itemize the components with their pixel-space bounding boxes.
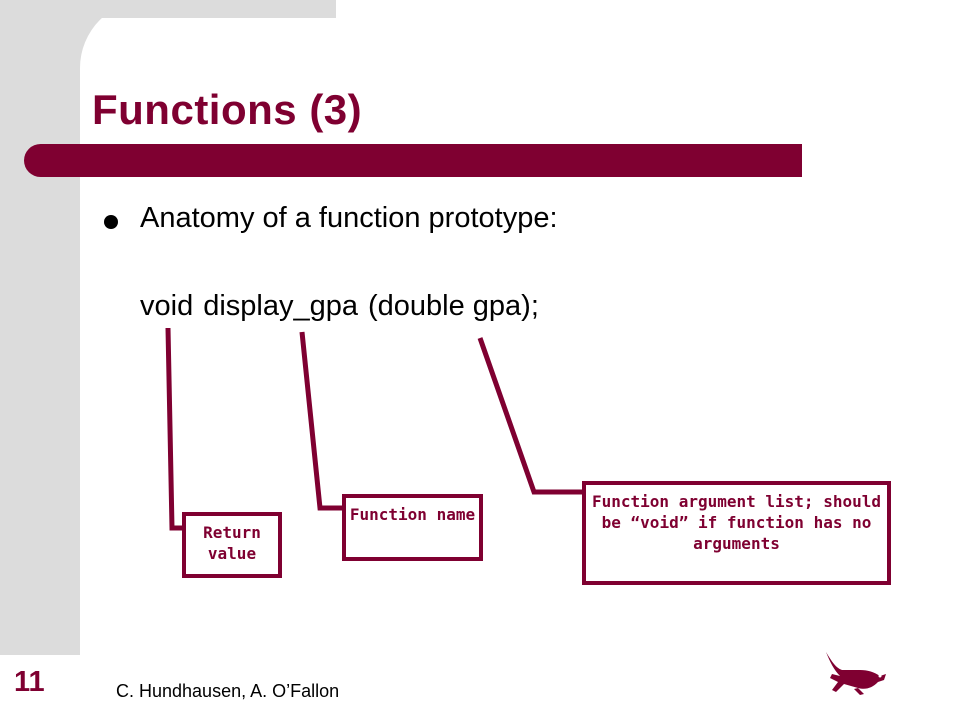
connector-name-line (299, 331, 342, 511)
panel-curve (80, 18, 336, 145)
bullet-icon (104, 215, 118, 229)
slide-title: Functions (3) (92, 86, 363, 133)
prototype-arguments: (double gpa); (368, 290, 539, 322)
cougar-logo-icon (826, 652, 886, 695)
argument-list-label: Function argument list; should be “void”… (582, 481, 891, 585)
prototype-function-name: display_gpa (203, 290, 358, 322)
function-name-label: Function name (342, 494, 483, 561)
page-number: 11 (14, 666, 45, 698)
author-credit: C. Hundhausen, A. O’Fallon (116, 681, 340, 701)
connector-args-line (477, 337, 582, 495)
function-prototype: void display_gpa (double gpa); (140, 290, 549, 323)
prototype-return-type: void (140, 290, 194, 322)
return-value-label: Return value (182, 512, 282, 578)
bullet-text: Anatomy of a function prototype: (140, 202, 558, 234)
connector-return-line (165, 327, 182, 531)
left-gray-panel (0, 0, 80, 655)
title-underline-bar (24, 144, 802, 177)
